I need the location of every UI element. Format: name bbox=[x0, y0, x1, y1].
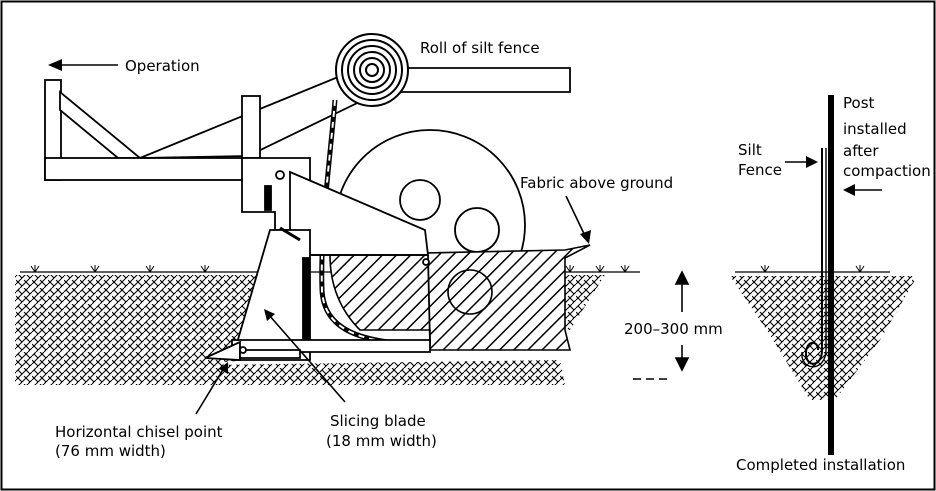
label-post-3: after bbox=[843, 142, 879, 160]
label-chisel-2: (76 mm width) bbox=[55, 442, 166, 460]
label-blade-1: Slicing blade bbox=[330, 412, 426, 430]
label-roll: Roll of silt fence bbox=[420, 39, 540, 57]
depth-dimension bbox=[633, 270, 690, 380]
blade-pointer bbox=[264, 309, 346, 403]
label-post-2: installed bbox=[843, 120, 907, 138]
slicing-blade-assembly bbox=[204, 170, 431, 361]
machine-frame bbox=[44, 67, 571, 231]
silt-fence-roll bbox=[335, 33, 409, 107]
chisel-pointer bbox=[195, 362, 228, 415]
label-blade-2: (18 mm width) bbox=[326, 432, 437, 450]
label-post-1: Post bbox=[843, 94, 875, 112]
label-operation: Operation bbox=[125, 57, 200, 75]
completed-installation bbox=[730, 95, 915, 455]
fabric-trench bbox=[329, 244, 591, 351]
operation-arrow bbox=[48, 59, 118, 71]
label-chisel-1: Horizontal chisel point bbox=[55, 423, 223, 441]
fabric-arrow bbox=[565, 195, 591, 244]
label-post-4: compaction bbox=[843, 162, 931, 180]
label-silt: Silt bbox=[738, 141, 762, 159]
label-fabric: Fabric above ground bbox=[520, 174, 673, 192]
label-completed: Completed installation bbox=[736, 456, 905, 474]
label-depth: 200–300 mm bbox=[624, 320, 723, 338]
label-fence: Fence bbox=[738, 161, 782, 179]
